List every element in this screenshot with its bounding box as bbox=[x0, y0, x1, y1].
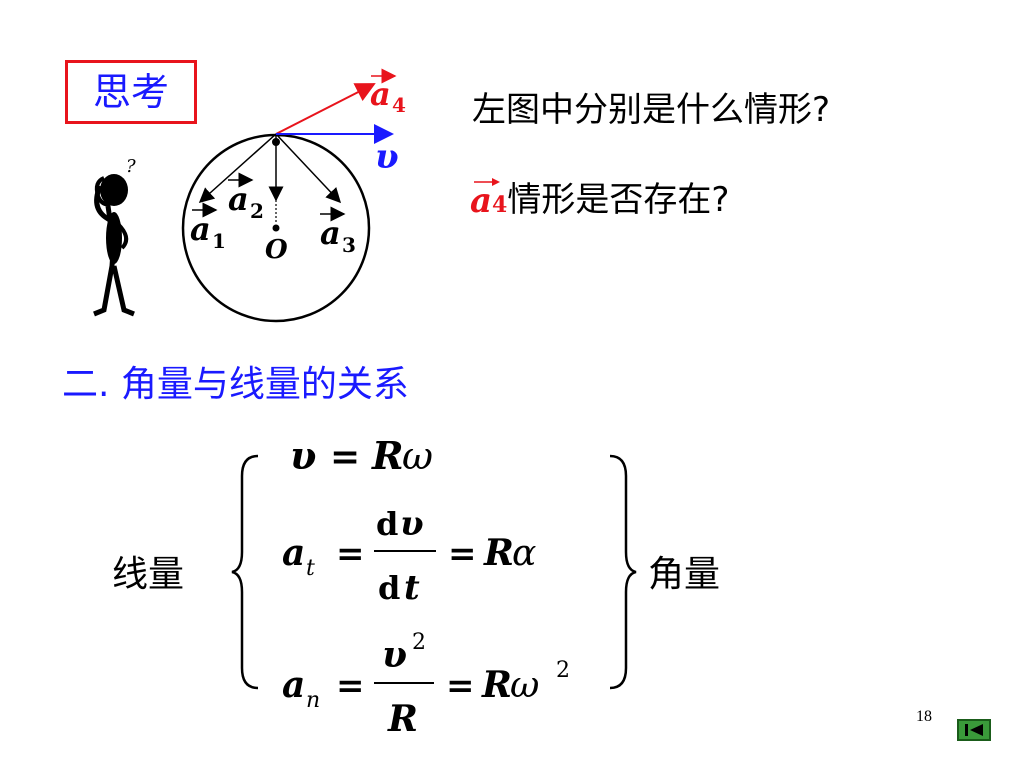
svg-text:R: R bbox=[481, 664, 512, 706]
svg-text:υ: υ bbox=[382, 634, 407, 676]
svg-text:a: a bbox=[282, 532, 305, 574]
label-v: υ bbox=[375, 137, 399, 177]
label-origin: O bbox=[265, 235, 288, 265]
svg-text:4: 4 bbox=[392, 93, 406, 117]
thinking-person-icon: ? bbox=[93, 156, 136, 317]
equation-normal: a n = υ 2 R = R ω 2 bbox=[282, 630, 570, 740]
svg-text:n: n bbox=[306, 688, 320, 713]
svg-text:υ: υ bbox=[400, 504, 424, 544]
question2-symbol: a4 bbox=[470, 178, 507, 221]
think-label: 思考 bbox=[92, 70, 169, 114]
back-nav-button[interactable] bbox=[957, 719, 991, 741]
center-point bbox=[272, 224, 280, 232]
page-number: 18 bbox=[916, 708, 932, 725]
svg-text:1: 1 bbox=[212, 229, 226, 253]
label-a3: a bbox=[320, 214, 341, 252]
svg-text:R: R bbox=[387, 698, 418, 740]
svg-text:3: 3 bbox=[342, 233, 356, 257]
right-brace bbox=[609, 454, 637, 690]
svg-text:ω: ω bbox=[402, 434, 433, 478]
equations: υ = R ω a t = d υ d t = R α a n = υ 2 R … bbox=[282, 433, 570, 740]
svg-text:=: = bbox=[336, 534, 365, 574]
svg-text:d: d bbox=[376, 505, 398, 543]
vector-a1 bbox=[198, 133, 277, 204]
linear-quantity-label: 线量 bbox=[112, 554, 185, 595]
skip-back-icon bbox=[965, 724, 983, 736]
svg-text:t: t bbox=[306, 556, 315, 581]
label-a4: a bbox=[370, 75, 391, 113]
svg-text:d: d bbox=[378, 569, 400, 607]
svg-text:t: t bbox=[404, 568, 420, 608]
vector-a4 bbox=[275, 83, 376, 135]
svg-text:R: R bbox=[371, 433, 404, 478]
section-title: 二. 角量与线量的关系 bbox=[62, 364, 409, 405]
svg-text:=: = bbox=[330, 436, 360, 478]
left-brace bbox=[231, 454, 259, 690]
svg-text:α: α bbox=[512, 533, 536, 574]
svg-text:2: 2 bbox=[250, 199, 264, 223]
svg-text:=: = bbox=[446, 666, 475, 706]
svg-text:=: = bbox=[336, 666, 365, 706]
svg-text:R: R bbox=[483, 532, 514, 574]
equation-velocity: υ = R ω bbox=[290, 433, 433, 478]
vector-a3 bbox=[275, 133, 342, 204]
svg-text:ω: ω bbox=[510, 665, 539, 706]
question-1: 左图中分别是什么情形? bbox=[472, 90, 831, 130]
svg-text:υ: υ bbox=[290, 433, 316, 478]
svg-text:a: a bbox=[282, 664, 305, 706]
question-mark: ? bbox=[126, 156, 136, 177]
angular-quantity-label: 角量 bbox=[648, 554, 721, 595]
svg-text:2: 2 bbox=[556, 658, 570, 683]
label-a2: a bbox=[228, 180, 249, 218]
svg-text:=: = bbox=[448, 534, 477, 574]
question-2: a4 情形是否存在? bbox=[470, 178, 730, 221]
motion-diagram: a 4 υ a 2 a 1 a 3 O bbox=[181, 68, 406, 323]
label-a1: a bbox=[190, 210, 211, 248]
equation-tangential: a t = d υ d t = R α bbox=[282, 504, 536, 608]
think-box: 思考 bbox=[65, 60, 197, 124]
svg-text:2: 2 bbox=[412, 630, 426, 655]
